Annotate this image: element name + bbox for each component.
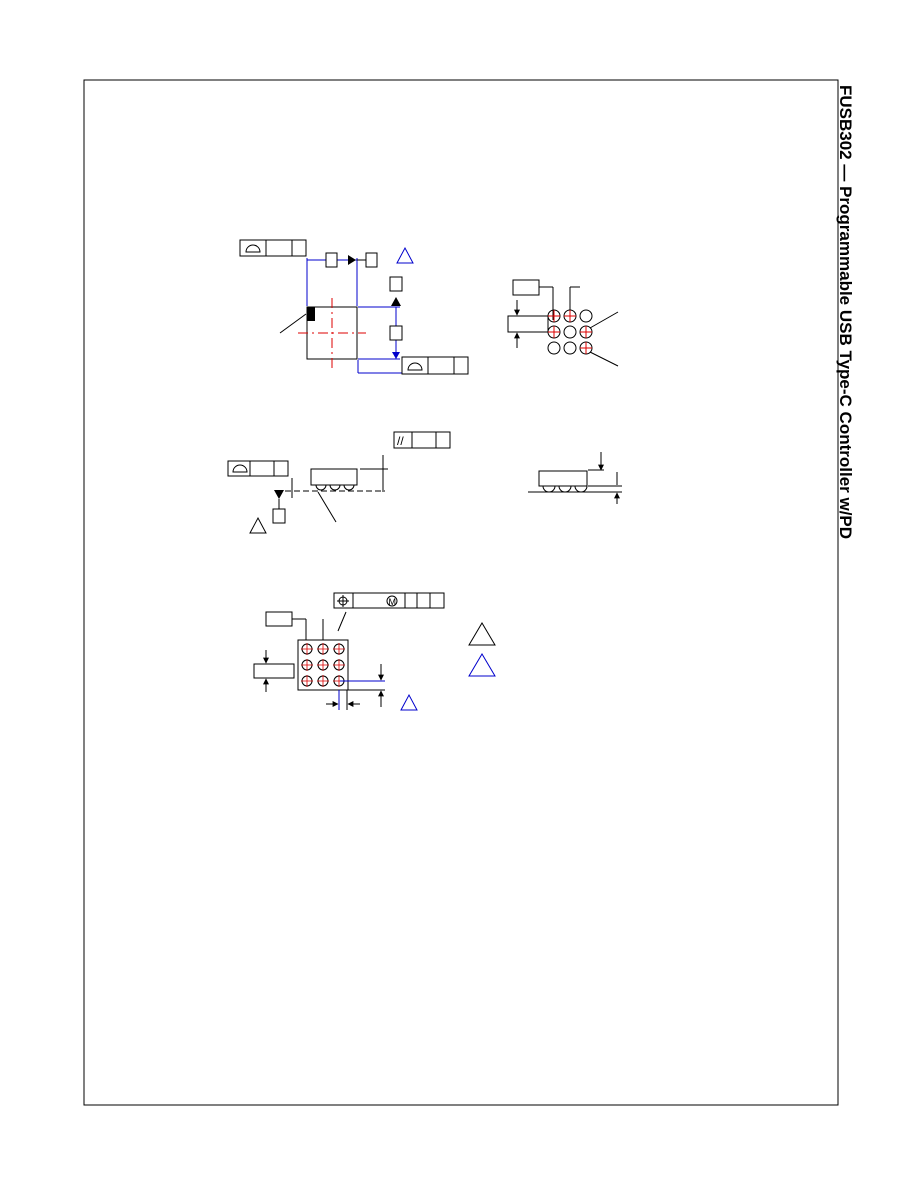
parallelism-frame: // <box>393 431 451 449</box>
position-symbol-icon <box>337 595 349 607</box>
note-flag-icon <box>396 246 414 264</box>
land-pattern-outline <box>297 639 349 691</box>
land-grid <box>301 643 345 687</box>
top-view <box>239 239 469 375</box>
profile-symbol-icon <box>245 244 261 253</box>
note-flag-icon <box>468 653 496 677</box>
page-border <box>83 79 839 1106</box>
note-flag-icon <box>400 693 418 711</box>
land-pattern-view: M <box>253 592 445 711</box>
mmc-modifier-icon <box>386 595 398 607</box>
side-view: // <box>227 431 451 534</box>
parallelism-symbol: // <box>397 434 404 448</box>
note-flag-icon <box>468 622 496 646</box>
profile-control-frame-right <box>401 356 469 375</box>
profile-control-frame-top <box>239 239 307 257</box>
profile-control-frame-side <box>227 460 289 477</box>
mmc-modifier-label: M <box>389 597 397 607</box>
detail-view <box>528 452 622 504</box>
position-control-frame: M <box>333 592 445 609</box>
document-side-title: FUSB302 — Programmable USB Type-C Contro… <box>836 85 855 540</box>
bottom-view <box>507 279 619 367</box>
pin1-marker <box>307 307 315 321</box>
note-flag-icon <box>249 516 267 534</box>
ball-grid <box>547 309 593 355</box>
profile-symbol-icon <box>232 464 248 473</box>
side-package-body <box>310 468 358 486</box>
detail-package-body <box>538 470 588 487</box>
profile-symbol-icon <box>407 362 423 371</box>
side-balls <box>315 484 355 491</box>
notes-legend <box>468 622 496 677</box>
